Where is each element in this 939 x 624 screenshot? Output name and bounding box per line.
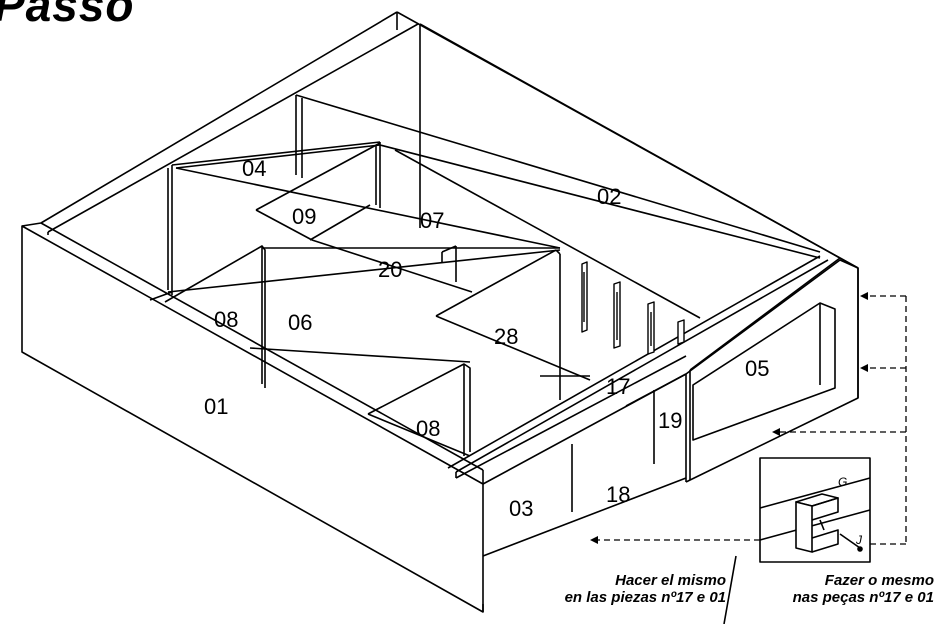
front-panel [21,222,484,613]
rear-divider [295,94,821,319]
label-20: 20 [378,257,402,282]
label-02: 02 [597,184,621,209]
label-01: 01 [204,394,228,419]
note-portuguese-line2: nas peças nº17 e 01 [792,589,934,606]
leader-arrows [596,295,907,545]
note-spanish-line2: en las piezas nº17 e 01 [564,589,726,606]
right-end-panel [685,257,859,483]
note-divider [723,555,737,624]
arrow-heads [590,292,868,544]
label-04: 04 [242,156,266,181]
label-19: 19 [658,408,682,433]
label-05: 05 [745,356,769,381]
label-07: 07 [420,208,444,233]
label-18: 18 [606,482,630,507]
lower-divider [367,363,471,457]
upper-compartments [171,141,561,293]
part-17 [447,255,829,479]
detail-label-g: G [838,475,847,489]
note-spanish-line1: Hacer el mismo [615,572,726,589]
note-spanish: Hacer el mismo en las piezas nº17 e 01 [478,572,726,606]
central-divider [249,247,591,400]
label-28: 28 [494,324,518,349]
part-labels: 01 02 03 04 05 06 07 08 08 09 17 18 19 2… [204,156,769,521]
label-03: 03 [509,496,533,521]
detail-label-j: J [855,533,863,547]
note-portuguese-line1: Fazer o mesmo [824,572,934,589]
label-08-left: 08 [214,307,238,332]
label-08-right: 08 [416,416,440,441]
note-portuguese: Fazer o mesmo nas peças nº17 e 01 [728,572,934,606]
label-09: 09 [292,204,316,229]
page-title: Passo [0,0,135,31]
left-wall [47,23,419,235]
label-06: 06 [288,310,312,335]
lower-compartment [482,370,691,612]
detail-inset [759,457,871,563]
clip-hardware [581,261,685,355]
label-17: 17 [606,374,630,399]
